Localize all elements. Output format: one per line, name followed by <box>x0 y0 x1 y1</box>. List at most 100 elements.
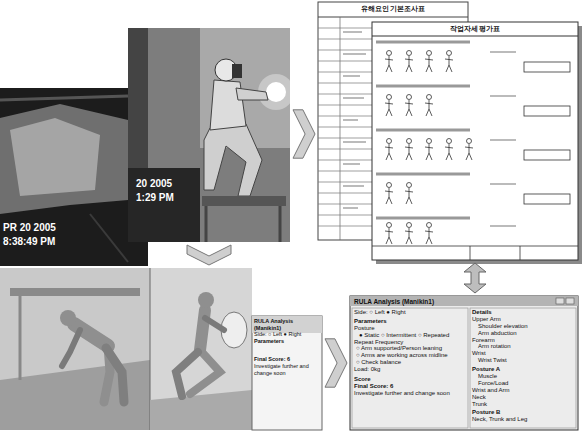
flow-chevron <box>293 110 315 158</box>
simulation-scene-right-part <box>150 390 252 430</box>
label-text: RULA Analysis (Manikin1) <box>354 298 554 305</box>
worksite-photo-right-part <box>210 80 246 130</box>
simulation-scene-left-part <box>10 288 140 296</box>
worksite-photo-right-part <box>205 206 208 242</box>
assessment-form-sheet-part <box>445 51 453 73</box>
assessment-form-sheet-part <box>490 52 516 226</box>
label-text: Parameters <box>354 318 466 325</box>
assessment-form-sheet-part <box>524 150 570 160</box>
survey-form-sheet-part <box>318 17 468 18</box>
text-slot: 1:29 PM <box>136 192 202 203</box>
worksite-photo-left-part <box>90 214 128 262</box>
simulation-panel: RULA Analysis (Manikin1)Side: ○ Left ● R… <box>0 268 322 430</box>
label-text: Posture A <box>472 366 574 373</box>
assessment-form-sheet-part <box>385 183 393 205</box>
simulation-scene-left <box>0 268 150 430</box>
label-text: 1:29 PM <box>136 192 202 203</box>
survey-form: 유해요인 기본조사표 <box>318 2 468 240</box>
worksite-photo-right-part <box>279 206 282 242</box>
label-text: ○ Arm supported/Person leaning <box>354 345 466 352</box>
assessment-form: 작업자세 평가표 <box>372 22 578 260</box>
worksite-photo-left-part <box>0 96 128 100</box>
simulation-scene-left-part <box>62 330 80 366</box>
label-text: Shoulder elevation <box>472 323 574 330</box>
assessment-form-sheet-part <box>372 36 578 37</box>
assessment-form-sheet-part <box>465 139 473 161</box>
assessment-form-sheet-part <box>425 95 433 117</box>
photo-panel: PR 20 2005 8:38:49 PM <box>0 88 148 266</box>
rula-window-frame <box>350 296 578 430</box>
assessment-form-sheet-part <box>524 194 570 204</box>
label-text: Neck, Trunk and Leg <box>472 416 574 423</box>
label-text: Wrist and Arm <box>472 387 574 394</box>
simulation-scene-left-part <box>0 268 150 430</box>
worksite-photo-right <box>128 28 294 242</box>
assessment-form-sheet-part <box>405 223 413 245</box>
label-text: 작업자세 평가표 <box>376 25 574 33</box>
label-text: Arm abduction <box>472 330 574 337</box>
assessment-form-sheet-part <box>405 139 413 161</box>
label-text: ○ Arms are working across midline <box>354 352 466 359</box>
assessment-form-sheet-part <box>425 139 433 161</box>
simulation-scene-right-part <box>150 268 252 430</box>
rula-window-frame-part <box>352 308 468 428</box>
assessment-form-sheet-part <box>520 246 521 260</box>
label-text: ● Static ○ Intermittent ○ Repeated <box>354 332 466 339</box>
worksite-photo-right-part <box>232 64 242 78</box>
text-column: Side: ○ Left ● RightParametersPosture● S… <box>354 309 466 397</box>
simulation-scene-left-part <box>106 348 124 402</box>
assessment-form-sheet-part <box>425 51 433 73</box>
text-slot: 유해요인 기본조사표 <box>322 5 464 13</box>
label-text: Upper Arm <box>472 316 574 323</box>
assessment-form-sheet-part <box>470 246 471 260</box>
text-slot: 작업자세 평가표 <box>376 25 574 33</box>
text-slot: 8:38:49 PM <box>3 236 123 247</box>
simulation-scene-left-part <box>60 310 76 326</box>
label-text: Force/Load <box>472 380 574 387</box>
assessment-form-sheet-part <box>385 51 393 73</box>
assessment-form-sheet-part <box>405 183 413 205</box>
simulation-scene-right-part <box>252 316 322 333</box>
label-text: Load: 0kg <box>354 366 466 373</box>
assessment-form-sheet-part <box>524 106 570 116</box>
assessment-form-sheet-part <box>385 139 393 161</box>
survey-form-sheet-part <box>318 28 372 226</box>
worksite-photo-left-part <box>0 104 128 214</box>
label-text: 유해요인 기본조사표 <box>322 5 464 13</box>
survey-form-sheet-part <box>340 17 341 240</box>
simulation-scene-right <box>150 268 322 430</box>
label-text: Posture <box>354 325 466 332</box>
text-slot: PR 20 2005 <box>3 222 123 233</box>
assessment-form-sheet-part <box>372 246 578 247</box>
worksite-photo-right-part <box>266 82 286 102</box>
text-column: DetailsUpper ArmShoulder elevationArm ab… <box>472 309 574 423</box>
worksite-photo-left <box>0 88 148 266</box>
label-text: Side: ○ Left ● Right <box>254 331 320 338</box>
photo-panel: 20 20051:29 PM <box>128 28 290 242</box>
label-text: Muscle <box>472 373 574 380</box>
rula-window-frame-part <box>556 298 564 304</box>
rula-window-frame-part <box>350 296 578 306</box>
worksite-photo-right-part <box>204 124 262 196</box>
worksite-photo-left-part <box>10 118 100 196</box>
text-column: RULA Analysis (Manikin1)Side: ○ Left ● R… <box>254 318 320 376</box>
assessment-form-sheet-part <box>445 139 453 161</box>
rula-window-frame-part <box>350 296 578 430</box>
worksite-photo-right-part <box>202 196 286 206</box>
label-text: ○ Check balance <box>354 359 466 366</box>
label-text: RULA Analysis (Manikin1) <box>254 318 320 331</box>
assessment-form-sheet-part <box>425 223 433 245</box>
label-text: Final Score: 6 <box>254 356 320 363</box>
flow-chevron <box>187 245 231 265</box>
label-text: Neck <box>472 394 574 401</box>
label-text: Wrist Twist <box>472 357 574 364</box>
simulation-scene-right-part <box>252 316 322 430</box>
label-text: Investigate further and change soon <box>354 390 466 397</box>
assessment-form-sheet-part <box>524 62 570 72</box>
double-arrow <box>464 263 486 293</box>
assessment-form-sheet-part <box>405 95 413 117</box>
simulation-scene-right-part <box>176 352 198 396</box>
label-text: 8:38:49 PM <box>3 236 123 247</box>
assessment-form-sheet <box>372 22 582 264</box>
